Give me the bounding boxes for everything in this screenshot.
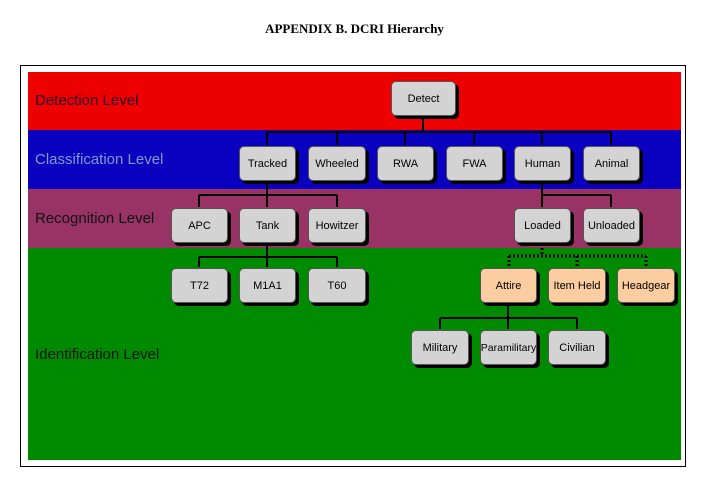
node-t60: T60 <box>308 268 366 303</box>
node-item-held: Item Held <box>548 268 606 303</box>
node-howitzer: Howitzer <box>308 208 366 243</box>
page-title: APPENDIX B. DCRI Hierarchy <box>265 21 444 36</box>
detection-level-label: Detection Level <box>35 92 139 109</box>
node-rwa: RWA <box>377 146 434 181</box>
node-tracked: Tracked <box>239 146 296 181</box>
node-wheeled: Wheeled <box>308 146 366 181</box>
detection-band <box>28 72 681 130</box>
node-fwa: FWA <box>446 146 503 181</box>
node-paramilitary: Paramilitary <box>480 330 537 365</box>
node-animal: Animal <box>583 146 640 181</box>
classification-level-label: Classification Level <box>35 151 164 168</box>
node-attire: Attire <box>480 268 537 303</box>
node-loaded: Loaded <box>514 208 571 243</box>
node-t72: T72 <box>171 268 228 303</box>
node-headgear: Headgear <box>617 268 675 303</box>
node-apc: APC <box>171 208 228 243</box>
node-tank: Tank <box>239 208 296 243</box>
node-m1a1: M1A1 <box>239 268 296 303</box>
node-civilian: Civilian <box>548 330 606 365</box>
identification-level-label: Identification Level <box>35 346 160 363</box>
node-military: Military <box>411 330 469 365</box>
node-unloaded: Unloaded <box>583 208 640 243</box>
node-human: Human <box>514 146 571 181</box>
recognition-level-label: Recognition Level <box>35 210 155 227</box>
node-detect: Detect <box>391 81 456 116</box>
